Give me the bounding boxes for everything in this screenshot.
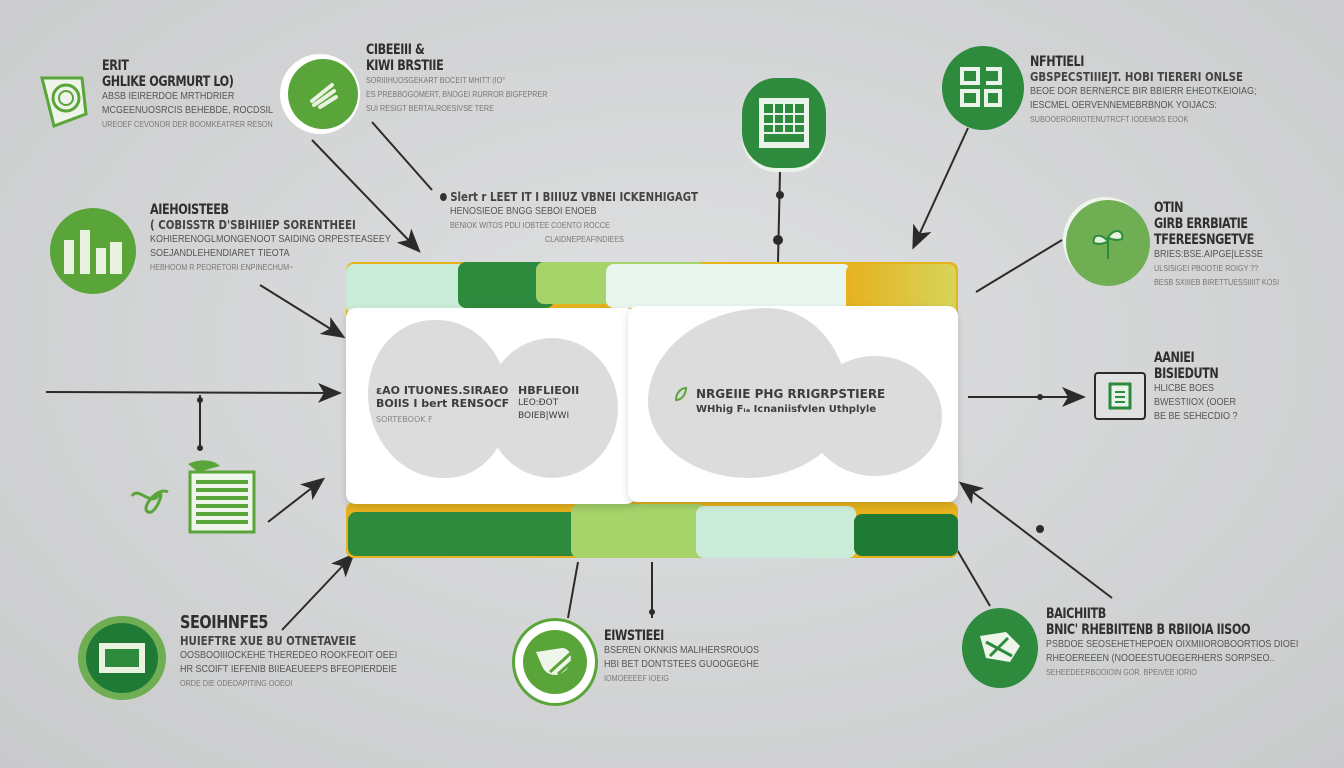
spiral-document-icon [36, 74, 88, 130]
left-panel-line3: SORTEBOOK F [376, 415, 433, 424]
city-buildings-icon [50, 208, 136, 294]
grid-symbols-icon [942, 46, 1024, 130]
callout-subtitle: GHLIKE OGRMURT LO) [102, 74, 234, 90]
right-panel: NRGEIIE PHG RRIGRPSTIERE WHhig Fᵢₐ Icnan… [628, 306, 958, 502]
leaf-table-icon [128, 456, 260, 536]
callout-subtitle: GBSPECSTIIIEJT. HOBI TIERERI ONLSE [1030, 70, 1243, 84]
leaf-stripes-icon [280, 54, 360, 134]
callout-subtitle: KIWI BRSTIIE [366, 58, 444, 74]
callout-subtitle: GIRB ERRBIATIE [1154, 216, 1248, 232]
callout-bottom-left: SEOIHNFE5 HUIEFTRE XUE BU OTNETAVEIE OOS… [180, 612, 421, 691]
callout-line: SUI RESIGT BERTALROESIVSE TERE [366, 104, 494, 113]
callout-mid-left: AIEHOISTEEB ( COBISSTR D'SBIHIIEP SORENT… [150, 202, 418, 275]
callout-subtitle: TFEREESNGETVE [1154, 232, 1254, 248]
callout-title: CIBEEIII & [366, 42, 425, 58]
callout-top-left: ERIT GHLIKE OGRMURT LO) ABSB IEIRERDOE M… [102, 58, 292, 132]
callout-right: AANIEI BISIEDUTN HLICBE BOES BWESTIIOX (… [1154, 350, 1247, 424]
callout-line: HENOSIEOE BNGG SEBOI ENOEB [450, 206, 597, 217]
callout-line: CLAIDNEPEAFINDIEES [545, 235, 624, 244]
callout-line: IOMOEEEEF IOEIG [604, 674, 669, 683]
blob-shape [368, 320, 508, 478]
callout-line: BWESTIIOX (OOER [1154, 397, 1237, 408]
callout-line: ES PREBBOGOMERT, BNOGEI RURROR BIGFEPRER [366, 90, 548, 99]
callout-top-mid-left: CIBEEIII & KIWI BRSTIIE SORIIIHUOSGEKART… [366, 42, 568, 116]
callout-title: AIEHOISTEEB [150, 202, 229, 218]
callout-title: ERIT [102, 58, 129, 74]
leaf-small-icon [674, 386, 688, 402]
left-panel: ɛAO ITUONES.SIRAEO BOIlS I bert RENSOCF … [346, 308, 636, 504]
callout-line: BE BE SEHECDIO ? [1154, 411, 1238, 422]
callout-line: BENIOK WITOS PDLI IOBTEE COENTO ROCCE [450, 221, 610, 230]
callout-subtitle: BISIEDUTN [1154, 366, 1219, 382]
callout-subtitle: ( COBISSTR D'SBIHIIEP SORENTHEEI [150, 218, 356, 232]
bottom-band-lightgreen [571, 504, 706, 558]
callout-line: SORIIIHUOSGEKART BOCEIT MHITT (IO° [366, 76, 506, 85]
callout-top-right: NFHTIELI GBSPECSTIIIEJT. HOBI TIERERI ON… [1030, 54, 1282, 127]
leaf-swirl-icon [512, 618, 598, 706]
callout-title-text: Slert r LEET IT I BIIIUZ VBNEI ICKENHIGA… [450, 190, 698, 204]
callout-line: SOEJANDLEHENDIARET TIEOTA [150, 248, 290, 259]
blob-shape [808, 356, 942, 476]
callout-line: PSBDOE SEOSEHETHEPOEN OIXMIIOROBOORTIOS … [1046, 639, 1299, 650]
callout-line: IESCMEL OERVENNEMEBRBNOK YOIJACS: [1030, 100, 1217, 111]
left-panel-right-line1: LEO:ĐOT [518, 398, 559, 408]
callout-bottom-right: BAICHIITB BNIC' RHEBIITENB B RBIIOIA IIS… [1046, 606, 1326, 680]
callout-line: HLICBE BOES [1154, 383, 1215, 394]
callout-line: OOSBOOIIIOCKEHE THEREDEO ROOKFEOIT OEEI [180, 650, 398, 661]
callout-line: ULSISIGEI PBOOTIE ROIGY ?? [1154, 264, 1259, 273]
bottom-band-forest [854, 514, 958, 556]
callout-mid-right: OTIN GIRB ERRBIATIE TFEREESNGETVE BRIES:… [1154, 200, 1293, 290]
callout-title: NFHTIELI [1030, 54, 1084, 70]
callout-title: Slert r LEET IT I BIIIUZ VBNEI ICKENHIGA… [440, 190, 698, 205]
callout-line: KOHIERENOGLMONGENOOT SAIDING ORPESTEASEE… [150, 234, 391, 245]
callout-line: SEHEEDEERBOOIOIN GOR. BPEIVEE IORIO [1046, 668, 1197, 677]
top-band-white [606, 264, 851, 308]
top-band-mint [346, 264, 466, 314]
callout-top-center-text: Slert r LEET IT I BIIIUZ VBNEI ICKENHIGA… [440, 190, 743, 247]
left-panel-right-line2: BOIEB|WWI [518, 411, 570, 421]
callout-title: EIWSTIEEI [604, 628, 664, 644]
blob-shape [486, 338, 618, 478]
left-panel-line2: BOIlS I bert RENSOCF [376, 397, 510, 410]
callout-line: BEOE DOR BERNERCE BIR BBIERR EHEOTKEIOIA… [1030, 86, 1257, 97]
callout-title: OTIN [1154, 200, 1184, 216]
bottom-band-mint [696, 506, 856, 558]
right-panel-line2: WHhig Fᵢₐ Icnaniisfvlen Uthplyle [696, 404, 877, 415]
right-panel-line1: NRGEIIE PHG RRIGRPSTIERE [696, 387, 886, 401]
callout-subtitle: BNIC' RHEBIITENB B RBIIOIA IISOO [1046, 622, 1251, 638]
callout-line: BESB SXIIIEB BIRETTUESSIIIIT KOSI [1154, 278, 1280, 287]
spreadsheet-icon [742, 78, 826, 168]
callout-line: HBI BET DONTSTEES GUOOGEGHE [604, 659, 759, 670]
document-frame-icon [1094, 372, 1146, 420]
callout-line: RHEOEREEEN (NOOEESTUOEGERHERS SORPSEO.. [1046, 653, 1275, 664]
callout-line: ABSB IEIRERDOE MRTHDRIER [102, 91, 235, 102]
callout-line: UREOEF CEVONOR DER BOOMKEATRER RESON [102, 120, 273, 129]
money-bill-icon [78, 616, 166, 700]
callout-line: ORDE DIE ODEOAPITING OOEOI [180, 679, 293, 688]
bullet-icon [440, 193, 447, 201]
callout-bottom-center: EIWSTIEEI BSEREN OKNKIS MALIHERSROUOS HB… [604, 628, 776, 686]
callout-line: SUBOOERORIIOTENUTRCFT IODEMOS EOOK [1030, 115, 1189, 124]
central-card: ɛAO ITUONES.SIRAEO BOIlS I bert RENSOCF … [346, 262, 958, 558]
callout-line: HEBHOOM R PEORETORI ENPINECHUM~ [150, 263, 294, 272]
callout-line: MCGEENUOSRCIS BEHEBDE, ROCDSIL [102, 105, 274, 116]
left-panel-line1: ɛAO ITUONES.SIRAEO [376, 384, 509, 397]
callout-line: BSEREN OKNKIS MALIHERSROUOS [604, 645, 760, 656]
callout-title: AANIEI [1154, 350, 1195, 366]
left-panel-right-head: HBFLIEOII [518, 384, 580, 397]
callout-title: BAICHIITB [1046, 606, 1106, 622]
callout-line: HR SCOIFT IEFENIB BIIEAEUEEPS BFEOPIERDE… [180, 664, 397, 675]
callout-title: SEOIHNFE5 [180, 612, 269, 633]
shield-leaf-icon [962, 608, 1038, 688]
callout-line: BRIES:BSE.AIPGE|LESSE [1154, 249, 1263, 260]
plant-sprout-icon [1066, 200, 1150, 286]
callout-subtitle: HUIEFTRE XUE BU OTNETAVEIE [180, 634, 357, 648]
